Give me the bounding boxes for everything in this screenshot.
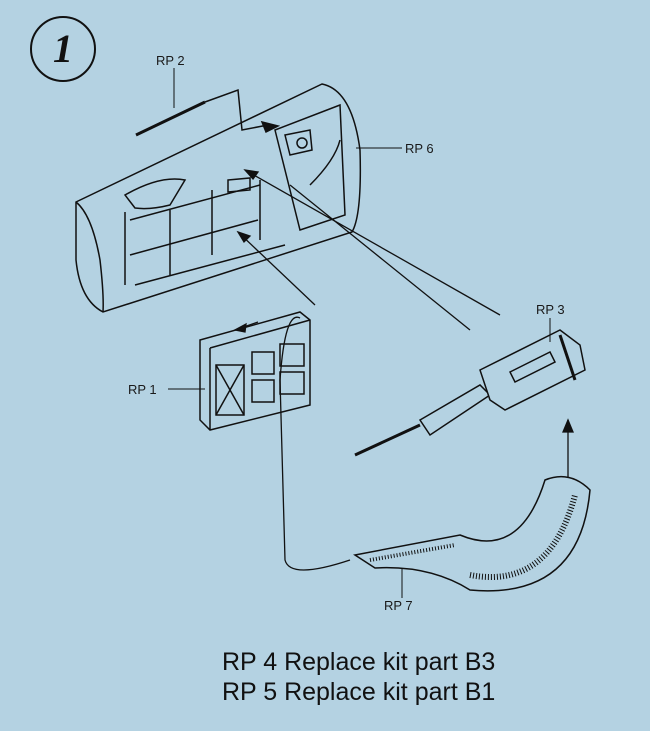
label-rp1: RP 1 (128, 382, 157, 397)
instruction-note-rp4: RP 4 Replace kit part B3 (222, 648, 496, 676)
gun-part-rp3 (354, 318, 586, 457)
step-number-badge: 1 (30, 16, 96, 82)
panel-part-rp1 (168, 311, 311, 431)
assembly-arrows (233, 169, 574, 571)
rod-part-rp2 (135, 68, 281, 137)
label-rp2: RP 2 (156, 53, 185, 68)
instruction-note-rp5: RP 5 Replace kit part B1 (222, 678, 496, 706)
label-rp7: RP 7 (384, 598, 413, 613)
label-rp6: RP 6 (405, 141, 434, 156)
housing-part-rp6 (75, 83, 362, 313)
ammo-belt-part-rp7 (353, 475, 591, 598)
label-rp3: RP 3 (536, 302, 565, 317)
